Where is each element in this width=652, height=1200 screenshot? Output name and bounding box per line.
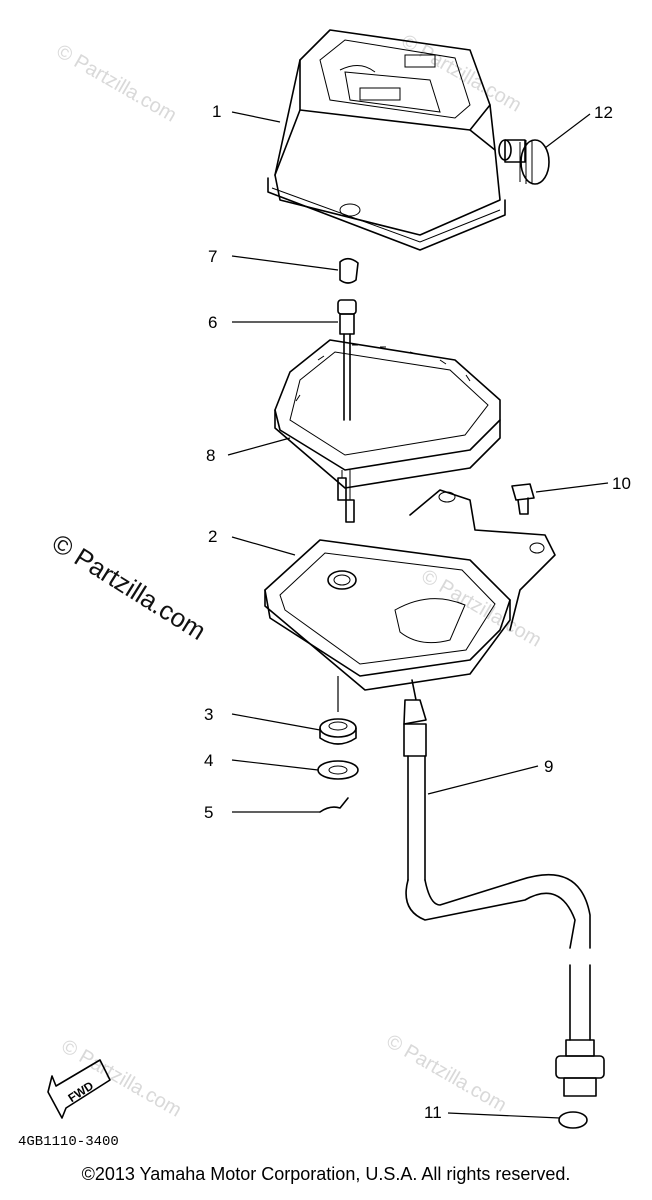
watermark-mid-right: © Partzilla.com (418, 565, 546, 651)
callout-4: 4 (204, 751, 213, 770)
callout-7: 7 (208, 247, 217, 266)
callout-11: 11 (424, 1103, 442, 1122)
watermark-bottom-left: © Partzilla.com (58, 1035, 186, 1121)
diagram-code: 4GB1110-3400 (18, 1134, 119, 1150)
meter-cable (403, 679, 605, 1097)
watermark-top-left: © Partzilla.com (53, 40, 181, 126)
callout-6: 6 (208, 313, 217, 332)
callout-8: 8 (206, 446, 215, 465)
callout-10: 10 (612, 474, 631, 493)
bulb (339, 257, 359, 284)
clip (319, 797, 349, 813)
o-ring (558, 1111, 588, 1129)
screw (511, 483, 535, 515)
washer (317, 760, 359, 780)
meter-bracket (264, 489, 556, 691)
grommet (319, 718, 357, 745)
gasket-ring (274, 339, 501, 489)
callout-2: 2 (208, 527, 217, 546)
callout-3: 3 (204, 705, 213, 724)
callout-9: 9 (544, 757, 553, 776)
fwd-label: FWD (66, 1078, 97, 1105)
meter-assembly (267, 29, 550, 251)
bulb-socket (337, 299, 357, 523)
callout-labels: 1 2 3 4 5 6 7 8 9 10 11 12 (204, 102, 631, 1122)
callout-5: 5 (204, 803, 213, 822)
watermark-large: © Partzilla.com (47, 528, 211, 646)
watermark-group: © Partzilla.com © Partzilla.com © Partzi… (47, 30, 545, 1121)
watermark-bottom-right: © Partzilla.com (383, 1030, 511, 1116)
copyright-notice: ©2013 Yamaha Motor Corporation, U.S.A. A… (81, 1164, 571, 1184)
callout-12: 12 (594, 103, 613, 122)
callout-1: 1 (212, 102, 221, 121)
watermark-top-right: © Partzilla.com (398, 30, 526, 116)
leader-lines (227, 111, 609, 1119)
